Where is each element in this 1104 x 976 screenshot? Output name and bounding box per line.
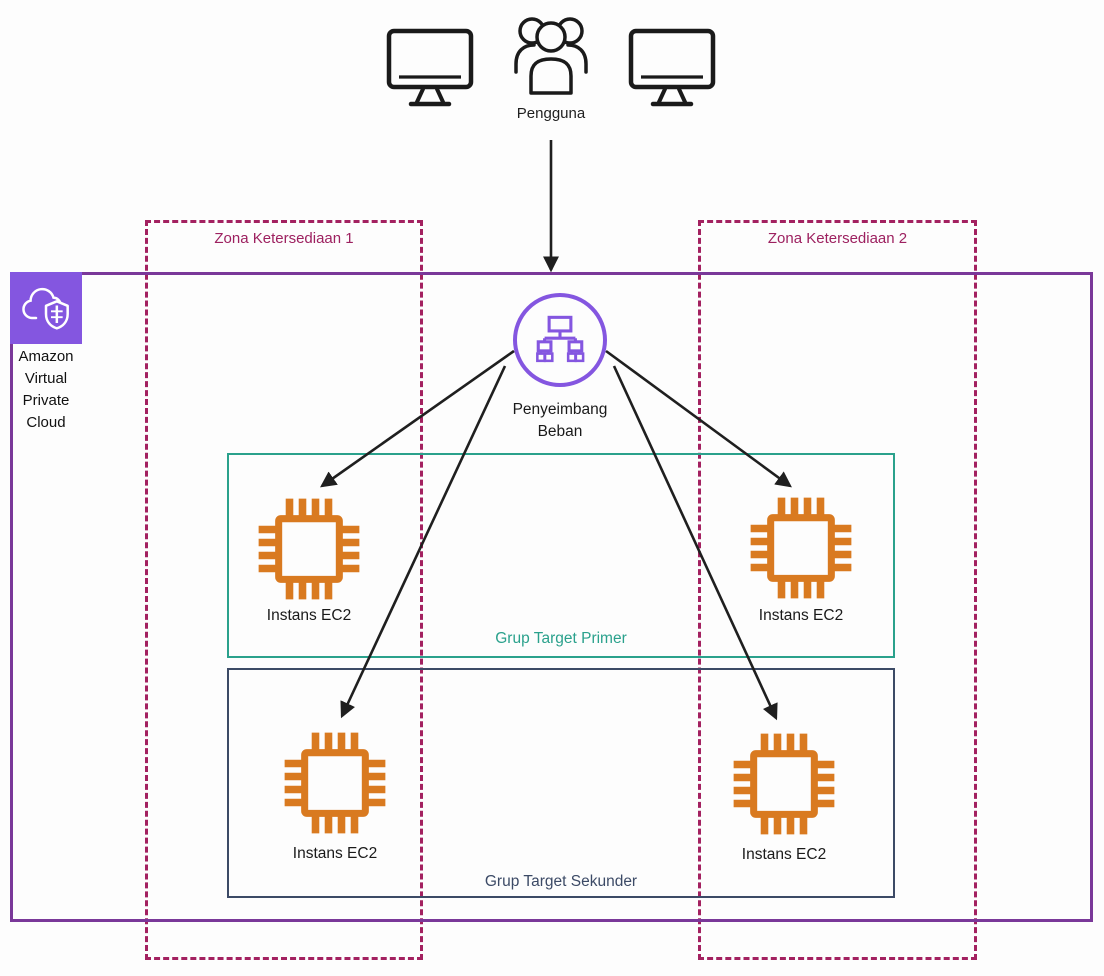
client-monitor-left-icon [386, 28, 474, 117]
secondary-target-group-label: Grup Target Sekunder [484, 873, 638, 890]
client-monitor-right-icon [628, 28, 716, 117]
users-label: Pengguna [516, 105, 586, 122]
secondary-target-group-box [227, 668, 895, 898]
ec2-chip-icon-secondary-2 [732, 732, 836, 836]
ec2-label-primary-1: Instans EC2 [266, 607, 352, 624]
cloud-shield-glyph [22, 287, 69, 330]
load-balancer-label: Penyeimbang Beban [480, 399, 640, 443]
users-icon [507, 8, 595, 105]
primary-target-group-box [227, 453, 895, 658]
ec2-chip-icon-primary-2 [749, 496, 853, 600]
load-balancer-glyph [536, 315, 585, 363]
vpc-label: Amazon Virtual Private Cloud [18, 348, 74, 431]
load-balancer-icon [513, 293, 607, 387]
ec2-label-primary-2: Instans EC2 [758, 607, 844, 624]
ec2-chip-icon-secondary-1 [283, 731, 387, 835]
ec2-label-secondary-1: Instans EC2 [292, 845, 378, 862]
vpc-icon [10, 272, 82, 344]
availability-zone-2-label: Zona Ketersediaan 2 [767, 230, 908, 247]
ec2-label-secondary-2: Instans EC2 [741, 846, 827, 863]
primary-target-group-label: Grup Target Primer [495, 630, 627, 647]
ec2-chip-icon-primary-1 [257, 497, 361, 601]
availability-zone-1-label: Zona Ketersediaan 1 [214, 230, 354, 247]
load-balancer-label-line2: Beban [537, 423, 583, 440]
load-balancer-label-line1: Penyeimbang [512, 401, 608, 418]
vpc-box [10, 272, 1093, 922]
